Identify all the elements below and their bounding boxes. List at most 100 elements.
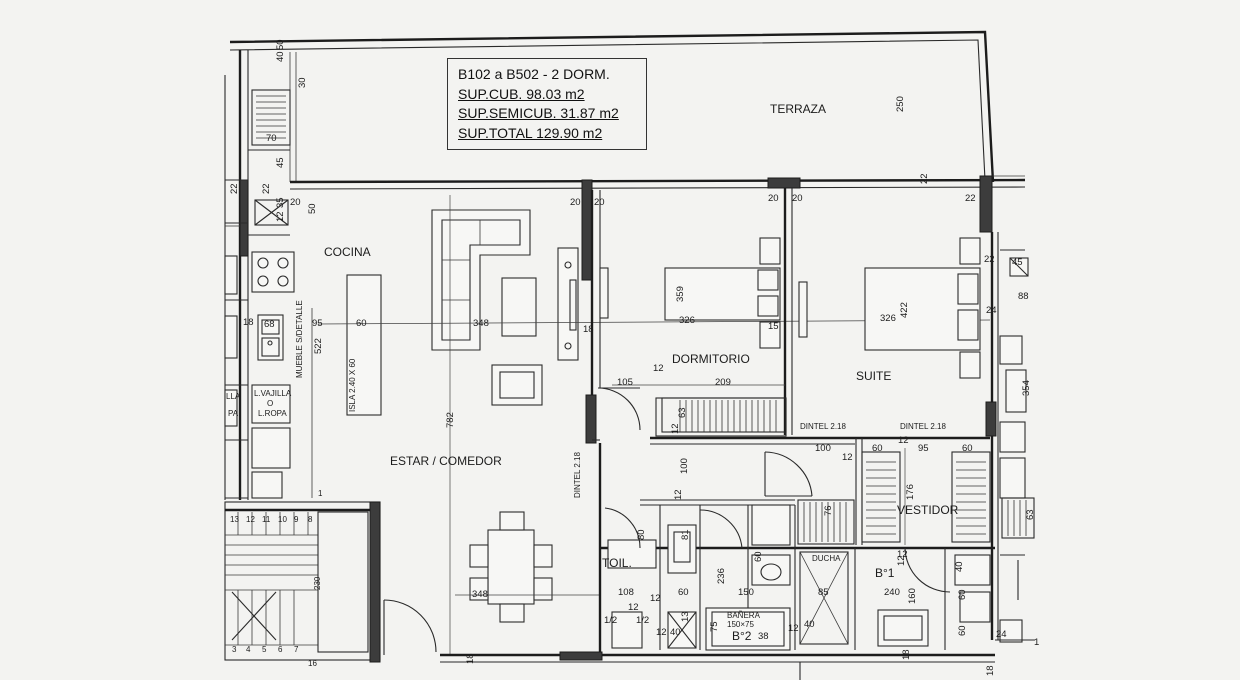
dorm-bed — [599, 237, 781, 349]
dim-60a: 60 — [872, 443, 883, 454]
dim-60e: 60 — [957, 589, 968, 600]
note-ducha: DUCHA — [812, 554, 841, 563]
stair-step-10: 10 — [278, 515, 287, 524]
dim-95: 95 — [312, 318, 323, 329]
dim-40b: 40 — [954, 561, 965, 572]
note-vajilla-left: LLA — [226, 392, 241, 401]
wall-living-dorm — [581, 179, 641, 444]
dim-22d: 22 — [919, 173, 930, 184]
dim-209: 209 — [715, 377, 731, 388]
dim-18b: 18 — [583, 324, 594, 335]
dim-12l: 12 — [897, 549, 908, 560]
semicovered-area: SUP.SEMICUB. 31.87 m2 — [458, 105, 619, 121]
dim-60c: 60 — [678, 587, 689, 598]
dim-22a: 22 — [229, 183, 240, 194]
note-dintel-hall: DINTEL 2.18 — [573, 452, 582, 498]
dim-76: 76 — [823, 505, 834, 516]
dim-30: 30 — [297, 77, 308, 88]
dim-12k: 12 — [788, 623, 799, 634]
dim-24b: 24 — [996, 629, 1007, 640]
room-label-bano2: B°2 — [732, 629, 752, 643]
dim-1: 1 — [1034, 637, 1040, 648]
dim-18a: 18 — [243, 317, 254, 328]
stair-dim-16: 16 — [308, 659, 317, 668]
dim-348b: 348 — [472, 589, 488, 600]
wall-dorm-suite — [767, 177, 808, 435]
dim-50: 50 — [275, 39, 286, 50]
note-dintel-vest: DINTEL 2.18 — [900, 422, 946, 431]
room-label-cocina: COCINA — [324, 245, 371, 259]
dim-80: 80 — [636, 529, 647, 540]
dim-20b: 20 — [570, 197, 581, 208]
dim-522: 522 — [313, 338, 324, 354]
room-label-suite: SUITE — [856, 369, 892, 383]
dim-20a: 20 — [290, 197, 301, 208]
armchair — [491, 364, 543, 406]
stair-step-8: 8 — [308, 515, 313, 524]
dim-20e: 20 — [792, 193, 803, 204]
note-dintel-dorm: DINTEL 2.18 — [800, 422, 846, 431]
sofa — [431, 209, 531, 351]
note-ropa-left: PA — [228, 409, 239, 418]
dining-set — [455, 511, 600, 623]
dim-95b: 95 — [918, 443, 929, 454]
dim-20c: 20 — [594, 197, 605, 208]
dim-359: 359 — [675, 286, 686, 302]
stair-step-11: 11 — [262, 515, 271, 524]
note-mueble: MUEBLE S/DETALLE — [295, 300, 304, 378]
dim-108: 108 — [618, 587, 634, 598]
dim-18d: 18 — [465, 653, 476, 664]
suite-bed — [864, 237, 981, 379]
dim-88: 88 — [1018, 291, 1029, 302]
dim-15: 15 — [768, 321, 779, 332]
total-area: SUP.TOTAL 129.90 m2 — [458, 124, 603, 141]
left-walls — [224, 50, 290, 500]
dim-68: 68 — [264, 319, 275, 330]
stair-step-9: 9 — [294, 515, 299, 524]
bottom-walls — [440, 639, 1035, 680]
covered-area: SUP.CUB. 98.03 m2 — [458, 85, 585, 102]
dim-12g: 12 — [650, 593, 661, 604]
dim-60f: 60 — [957, 625, 968, 636]
stair-step-3: 3 — [232, 645, 237, 654]
dim-422: 422 — [899, 302, 910, 318]
dim-half-b: 1/2 — [636, 615, 650, 626]
dim-12e: 12 — [898, 435, 909, 446]
dim-12d: 12 — [842, 452, 853, 463]
dim-81: 81 — [680, 529, 691, 540]
dim-100b: 100 — [815, 443, 831, 454]
dim-22c: 22 — [965, 193, 976, 204]
room-label-estar: ESTAR / COMEDOR — [390, 454, 502, 468]
unit-title: B102 a B502 - 2 DORM. — [458, 66, 610, 82]
dim-176: 176 — [905, 484, 916, 500]
dorm-closet — [612, 384, 787, 437]
stair-step-12: 12 — [246, 515, 255, 524]
shaft — [251, 89, 291, 226]
stair-core — [224, 501, 437, 663]
dim-12c: 12 — [670, 423, 681, 434]
room-label-bano1: B°1 — [875, 566, 895, 580]
dim-250: 250 — [895, 96, 906, 112]
room-label-vestidor: VESTIDOR — [897, 503, 959, 517]
note-banera: BAÑERA — [727, 611, 760, 620]
dim-70: 70 — [266, 133, 277, 144]
stair-step-6: 6 — [278, 645, 283, 654]
stair-step-7: 7 — [294, 645, 299, 654]
dim-22b: 22 — [261, 183, 272, 194]
dim-75: 75 — [709, 621, 720, 632]
stair-dim-230: 230 — [313, 576, 322, 590]
dim-45: 45 — [275, 157, 286, 168]
dim-18c: 18 — [901, 649, 912, 660]
dim-13: 13 — [680, 611, 691, 622]
dim-782: 782 — [445, 412, 456, 428]
dim-12b: 12 — [653, 363, 664, 374]
dim-326b: 326 — [880, 313, 896, 324]
note-isla: ISLA 2.40 X 60 — [348, 358, 357, 412]
dim-348a: 348 — [473, 318, 489, 329]
stair-step-5: 5 — [262, 645, 267, 654]
dim-100a: 100 — [679, 458, 690, 474]
dim-150: 150 — [738, 587, 754, 598]
dim-40: 40 — [275, 51, 286, 62]
